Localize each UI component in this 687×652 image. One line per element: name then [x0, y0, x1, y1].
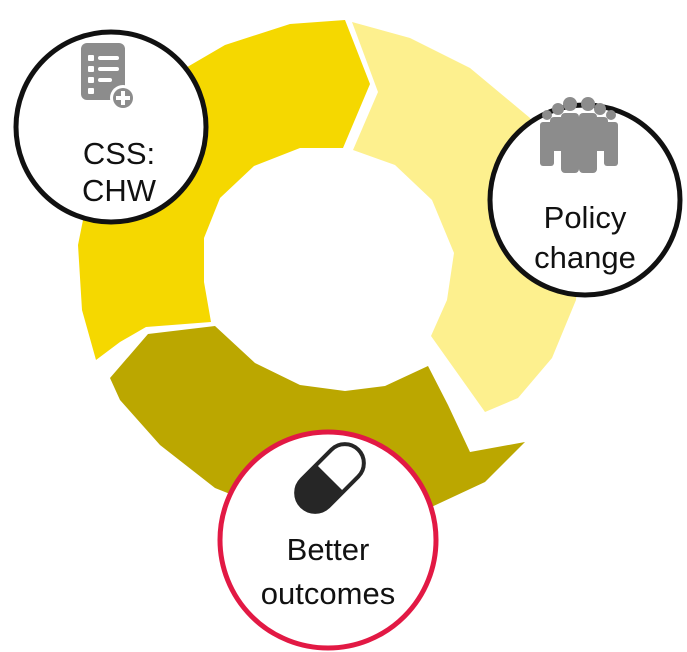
node-label-policy-change-line2: change: [534, 240, 636, 275]
node-circle-css-chw: [13, 29, 209, 225]
node-label-better-outcomes-line1: Better: [287, 532, 370, 567]
people-group-icon: [540, 97, 618, 173]
capsule-pill-icon: [294, 442, 366, 514]
node-label-css-chw-line2: CHW: [82, 173, 157, 208]
node-circle-better-outcomes: [217, 429, 439, 651]
node-label-css-chw-line1: CSS:: [83, 136, 155, 171]
node-label-policy-change-line1: Policy: [544, 200, 627, 235]
node-css-chw: CSS: CHW: [13, 29, 209, 225]
segment-olive: [110, 326, 525, 522]
segment-pale: [352, 22, 580, 412]
checklist-add-icon: [81, 43, 136, 111]
node-policy-change: Policy change: [487, 97, 683, 298]
node-label-better-outcomes-line2: outcomes: [261, 576, 395, 611]
node-better-outcomes: Better outcomes: [217, 429, 439, 651]
